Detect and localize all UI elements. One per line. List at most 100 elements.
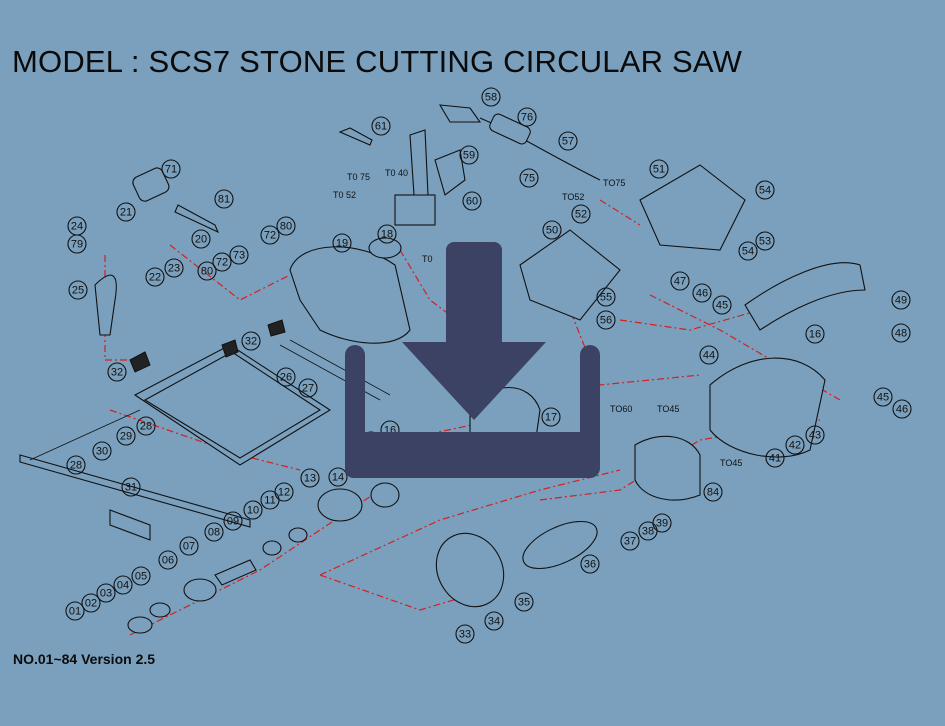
part-callout: 53: [755, 231, 775, 251]
part-callout: 54: [755, 180, 775, 200]
callout-number: 18: [381, 229, 393, 241]
callout-number: 34: [488, 616, 500, 628]
callout-circle: [204, 522, 224, 542]
callout-number: 49: [895, 295, 907, 307]
callout-number: 46: [896, 404, 908, 416]
callout-circle: [298, 378, 318, 398]
part-callout: 13: [300, 468, 320, 488]
callout-circle: [541, 407, 561, 427]
part-callout: 75: [519, 168, 539, 188]
part-callout: 35: [514, 592, 534, 612]
callout-circle: [712, 295, 732, 315]
part-callout: 58: [481, 87, 501, 107]
callout-circle: [596, 310, 616, 330]
callout-number: 76: [521, 112, 533, 124]
callout-circle: [229, 245, 249, 265]
callout-circle: [755, 231, 775, 251]
callout-number: 59: [463, 150, 475, 162]
callout-number: 84: [707, 487, 719, 499]
callout-number: 17: [545, 412, 557, 424]
callout-circle: [96, 583, 116, 603]
callout-circle: [692, 283, 712, 303]
callout-circle: [558, 131, 578, 151]
callout-circle: [571, 204, 591, 224]
part-callout: 41: [765, 448, 785, 468]
version-note: NO.01~84 Version 2.5: [13, 651, 156, 667]
callout-number: 02: [85, 598, 97, 610]
callout-circle: [214, 189, 234, 209]
callout-number: 20: [195, 234, 207, 246]
part-callout: 27: [298, 378, 318, 398]
part-callout: 80: [276, 216, 296, 236]
part-callout: 08: [204, 522, 224, 542]
callout-circle: [158, 550, 178, 570]
part-outlines: [19, 104, 866, 634]
callout-number: 14: [332, 472, 344, 484]
callout-circle: [517, 107, 537, 127]
callout-number: 23: [168, 263, 180, 275]
callout-number: 72: [216, 257, 228, 269]
callout-number: 53: [759, 236, 771, 248]
callout-number: 01: [69, 606, 81, 618]
callout-circle: [649, 159, 669, 179]
part-callout: 54: [738, 241, 758, 261]
part-callout: 03: [96, 583, 116, 603]
callout-number: 32: [245, 336, 257, 348]
wire-label: T0 52: [333, 190, 356, 200]
part-callout: 73: [229, 245, 249, 265]
callout-circle: [276, 216, 296, 236]
callout-circle: [243, 500, 263, 520]
wire-label: TO52: [562, 192, 584, 202]
callout-circle: [121, 477, 141, 497]
part-callout: 28: [66, 455, 86, 475]
callout-number: 19: [336, 238, 348, 250]
callout-circle: [484, 611, 504, 631]
wire-label: TO75: [603, 178, 625, 188]
callout-number: 28: [70, 460, 82, 472]
part-callout: 84: [703, 482, 723, 502]
part-callout: 57: [558, 131, 578, 151]
callout-number: 06: [162, 555, 174, 567]
part-callout: 30: [92, 441, 112, 461]
part-callout: 47: [670, 271, 690, 291]
page-title: MODEL : SCS7 STONE CUTTING CIRCULAR SAW: [12, 44, 743, 79]
callout-circle: [805, 324, 825, 344]
callout-circle: [131, 566, 151, 586]
callout-circle: [892, 399, 912, 419]
part-callout: 49: [891, 290, 911, 310]
callout-circle: [81, 593, 101, 613]
wire-label: T0 40: [385, 168, 408, 178]
part-callout: 28: [136, 416, 156, 436]
callout-circle: [514, 592, 534, 612]
callout-number: 56: [600, 315, 612, 327]
part-callout: 46: [692, 283, 712, 303]
part-callout: 26: [276, 367, 296, 387]
callout-number: 25: [72, 285, 84, 297]
callout-circle: [67, 234, 87, 254]
callout-number: 35: [518, 597, 530, 609]
callout-circle: [755, 180, 775, 200]
callout-circle: [332, 233, 352, 253]
part-callout: 71: [161, 159, 181, 179]
callout-number: 81: [218, 194, 230, 206]
callout-number: 72: [264, 230, 276, 242]
part-callout: 45: [873, 387, 893, 407]
wire-label: T0 75: [347, 172, 370, 182]
callout-circle: [459, 145, 479, 165]
part-callout: 18: [377, 224, 397, 244]
part-callout: 81: [214, 189, 234, 209]
callout-circle: [223, 511, 243, 531]
callout-number: 22: [149, 272, 161, 284]
callout-circle: [785, 435, 805, 455]
part-callout: 10: [243, 500, 263, 520]
callout-number: 08: [208, 527, 220, 539]
callout-number: 45: [716, 300, 728, 312]
callout-number: 44: [703, 350, 715, 362]
part-callout: 56: [596, 310, 616, 330]
part-callout: 06: [158, 550, 178, 570]
callout-circle: [377, 224, 397, 244]
callout-number: 29: [120, 431, 132, 443]
part-callout: 79: [67, 234, 87, 254]
callout-circle: [481, 87, 501, 107]
